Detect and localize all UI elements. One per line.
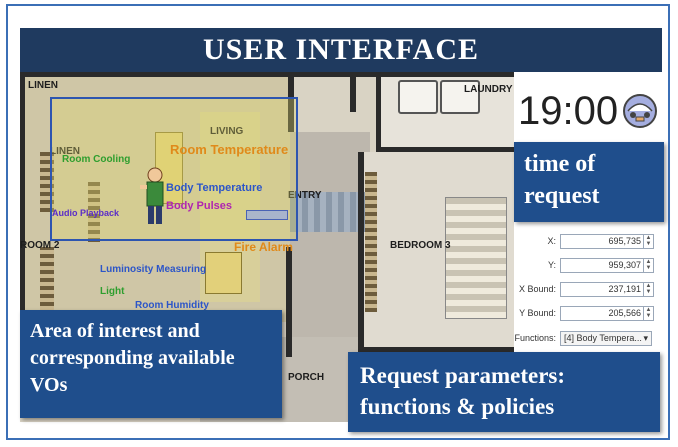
room-label-bedroom-2: ROOM 2	[20, 240, 60, 251]
request-callout-text: Request parameters: functions & policies	[360, 363, 566, 419]
room-label-bedroom-3: BEDROOM 3	[390, 240, 451, 251]
vo-fire-alarm[interactable]: Fire Alarm	[234, 240, 293, 254]
shelf	[88, 182, 100, 242]
selection-marker	[246, 210, 288, 220]
room-label-living: LIVING	[210, 126, 244, 137]
param-xbound-spinner[interactable]: ▲▼	[644, 281, 654, 297]
wall	[286, 247, 292, 357]
param-y-spinner[interactable]: ▲▼	[644, 257, 654, 273]
time-callout: time of request	[514, 142, 664, 222]
vo-audio-playback[interactable]: Audio Playback	[52, 208, 120, 218]
entry-floor	[290, 192, 370, 232]
wall	[376, 72, 381, 150]
param-x-label: X:	[547, 236, 556, 246]
param-x-spinner[interactable]: ▲▼	[644, 233, 654, 249]
param-ybound-row: Y Bound: 205,566 ▲▼	[514, 304, 662, 322]
room-label-porch: PORCH	[288, 372, 325, 383]
wall	[288, 72, 294, 132]
vo-room-cooling[interactable]: Room Cooling	[62, 154, 131, 165]
vo-room-humidity[interactable]: Room Humidity	[135, 300, 209, 311]
page-title: USER INTERFACE	[20, 28, 662, 72]
wall	[360, 347, 514, 353]
request-callout: Request parameters: functions & policies	[348, 352, 660, 432]
vo-body-temperature[interactable]: Body Temperature	[166, 182, 263, 194]
clock-icon[interactable]	[620, 91, 660, 131]
param-x-input[interactable]: 695,735	[560, 233, 644, 249]
aoi-callout-text: Area of interest and corresponding avail…	[30, 320, 235, 396]
shelf	[365, 172, 377, 312]
functions-value: [4] Body Tempera...	[564, 333, 642, 343]
room-label-linen: LINEN	[50, 146, 80, 157]
armchair	[205, 252, 242, 294]
param-ybound-spinner[interactable]: ▲▼	[644, 305, 654, 321]
wall	[350, 72, 356, 112]
vo-light[interactable]: Light	[100, 286, 125, 297]
functions-select[interactable]: [4] Body Tempera... ▾	[560, 330, 652, 346]
functions-label: Functions:	[514, 333, 556, 343]
param-ybound-label: Y Bound:	[519, 308, 556, 318]
time-display: 19:00	[514, 86, 662, 136]
param-y-row: Y: 959,307 ▲▼	[514, 256, 662, 274]
time-value: 19:00	[518, 88, 619, 133]
param-y-label: Y:	[547, 260, 556, 270]
person-icon	[140, 167, 164, 224]
vo-luminosity-measuring[interactable]: Luminosity Measuring	[100, 264, 207, 275]
param-ybound-input[interactable]: 205,566	[560, 305, 644, 321]
param-xbound-label: X Bound:	[518, 284, 556, 294]
room-label-laundry: LAUNDRY	[464, 84, 513, 95]
aoi-callout: Area of interest and corresponding avail…	[20, 310, 282, 418]
wall	[376, 147, 514, 152]
param-y-input[interactable]: 959,307	[560, 257, 644, 273]
param-xbound-row: X Bound: 237,191 ▲▼	[514, 280, 662, 298]
param-xbound-input[interactable]: 237,191	[560, 281, 644, 297]
laundry-appliance	[398, 80, 438, 114]
wall	[358, 152, 364, 352]
room-label-linen: LINEN	[28, 80, 58, 91]
entry-hall	[290, 132, 370, 362]
vo-room-temperature[interactable]: Room Temperature	[170, 142, 289, 157]
wall	[20, 72, 514, 77]
time-callout-text: time of request	[524, 151, 600, 209]
vo-body-pulses[interactable]: Body Pulses	[166, 200, 233, 212]
wall	[20, 72, 25, 322]
functions-row: Functions: [4] Body Tempera... ▾	[514, 329, 662, 347]
room-label-entry: ENTRY	[288, 190, 322, 201]
bed	[445, 197, 507, 319]
param-x-row: X: 695,735 ▲▼	[514, 232, 662, 250]
chevron-down-icon: ▾	[643, 332, 648, 343]
shelf	[40, 247, 54, 322]
title-text: USER INTERFACE	[203, 33, 479, 66]
laundry-appliance	[440, 80, 480, 114]
